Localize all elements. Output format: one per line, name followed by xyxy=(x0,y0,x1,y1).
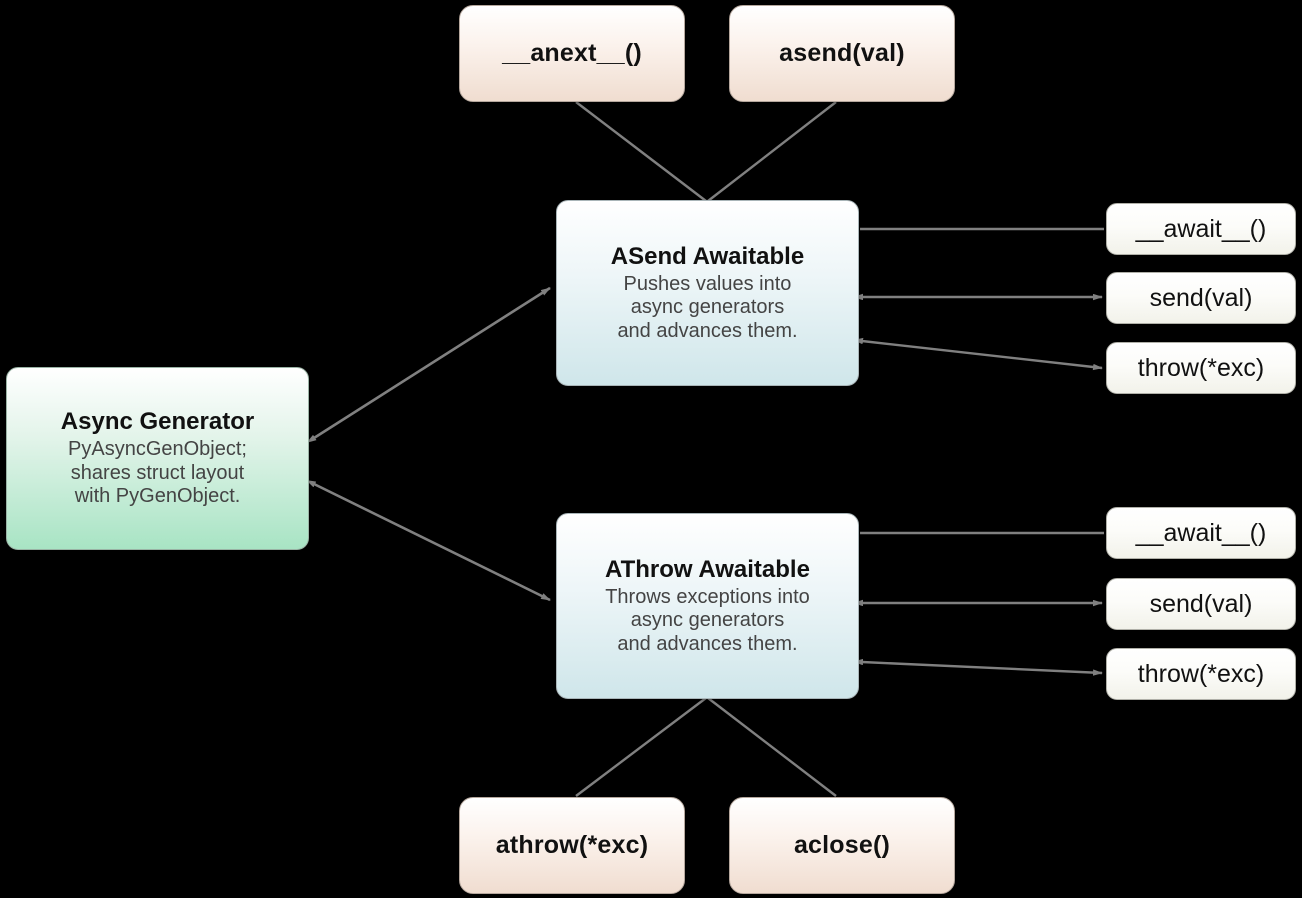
node-async-generator-title: Async Generator xyxy=(60,408,255,436)
node-athrow-subtitle: Throws exceptions into async generators … xyxy=(605,585,810,655)
edge-generator-athrow xyxy=(305,480,551,602)
edge-asend-method-to-asend xyxy=(707,101,837,202)
node-athrow-slot-send[interactable]: send(val) xyxy=(1106,578,1296,630)
node-asend-slot-await-label: __await__() xyxy=(1135,214,1267,243)
node-asend-slot-send-label: send(val) xyxy=(1149,283,1253,312)
node-asend-slot-await[interactable]: __await__() xyxy=(1106,203,1296,255)
node-athrow-title: AThrow Awaitable xyxy=(605,555,810,583)
node-asend-slot-send[interactable]: send(val) xyxy=(1106,272,1296,324)
node-aclose[interactable]: aclose() xyxy=(729,797,955,894)
node-athrow-method[interactable]: athrow(*exc) xyxy=(459,797,685,894)
node-asend-method-label: asend(val) xyxy=(779,39,905,67)
node-async-generator[interactable]: Async Generator PyAsyncGenObject; shares… xyxy=(6,367,309,550)
node-asend-subtitle: Pushes values into async generators and … xyxy=(617,272,798,342)
node-asend-method[interactable]: asend(val) xyxy=(729,5,955,102)
edge-anext-to-asend xyxy=(575,101,707,202)
node-asend-slot-throw[interactable]: throw(*exc) xyxy=(1106,342,1296,394)
node-anext[interactable]: __anext__() xyxy=(459,5,685,102)
node-athrow-method-label: athrow(*exc) xyxy=(495,831,649,859)
edge-athrow-throw xyxy=(853,658,1103,676)
node-asend-title: ASend Awaitable xyxy=(610,242,805,270)
node-athrow-slot-throw-label: throw(*exc) xyxy=(1137,659,1265,688)
node-athrow-awaitable[interactable]: AThrow Awaitable Throws exceptions into … xyxy=(556,513,859,699)
node-asend-awaitable[interactable]: ASend Awaitable Pushes values into async… xyxy=(556,200,859,386)
edge-generator-asend xyxy=(306,286,551,443)
edge-asend-throw xyxy=(853,337,1103,371)
node-async-generator-subtitle: PyAsyncGenObject; shares struct layout w… xyxy=(68,438,247,508)
edge-aclose-to-athrow xyxy=(707,697,837,797)
node-aclose-label: aclose() xyxy=(793,831,891,859)
node-athrow-slot-await-label: __await__() xyxy=(1135,518,1267,547)
node-athrow-slot-throw[interactable]: throw(*exc) xyxy=(1106,648,1296,700)
edge-athrow-method-to-athrow xyxy=(575,697,707,797)
node-athrow-slot-await[interactable]: __await__() xyxy=(1106,507,1296,559)
node-athrow-slot-send-label: send(val) xyxy=(1149,589,1253,618)
node-asend-slot-throw-label: throw(*exc) xyxy=(1137,353,1265,382)
node-anext-label: __anext__() xyxy=(502,39,642,67)
